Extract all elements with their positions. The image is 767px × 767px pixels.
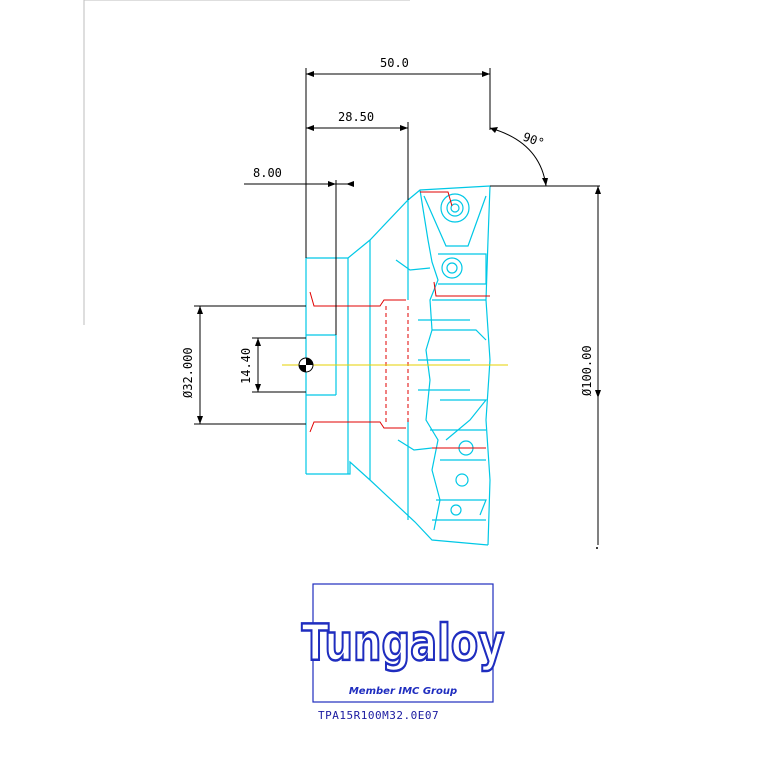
cutter-body-outline — [305, 185, 491, 546]
dimension-arrows — [197, 71, 601, 424]
dim-bore-diameter: Ø32.000 — [181, 347, 195, 398]
dim-keyway-width: 14.40 — [239, 348, 253, 384]
dim-cutter-diameter: Ø100.00 — [580, 345, 594, 396]
hidden-lines — [309, 191, 490, 449]
reference-dot — [596, 547, 598, 549]
logo-subtitle: Member IMC Group — [349, 686, 457, 697]
center-mark — [298, 357, 314, 373]
part-number: TPA15R100M32.0E07 — [318, 709, 440, 722]
logo-brand: Tungaloy — [302, 614, 505, 673]
dim-shank-step: 8.00 — [253, 166, 282, 180]
dim-angle: 90° — [521, 130, 546, 151]
dim-body-length: 28.50 — [338, 110, 374, 124]
dim-overall-length: 50.0 — [380, 56, 409, 70]
tungaloy-logo: Tungaloy Member IMC Group — [301, 583, 505, 703]
view-frame — [83, 0, 410, 325]
